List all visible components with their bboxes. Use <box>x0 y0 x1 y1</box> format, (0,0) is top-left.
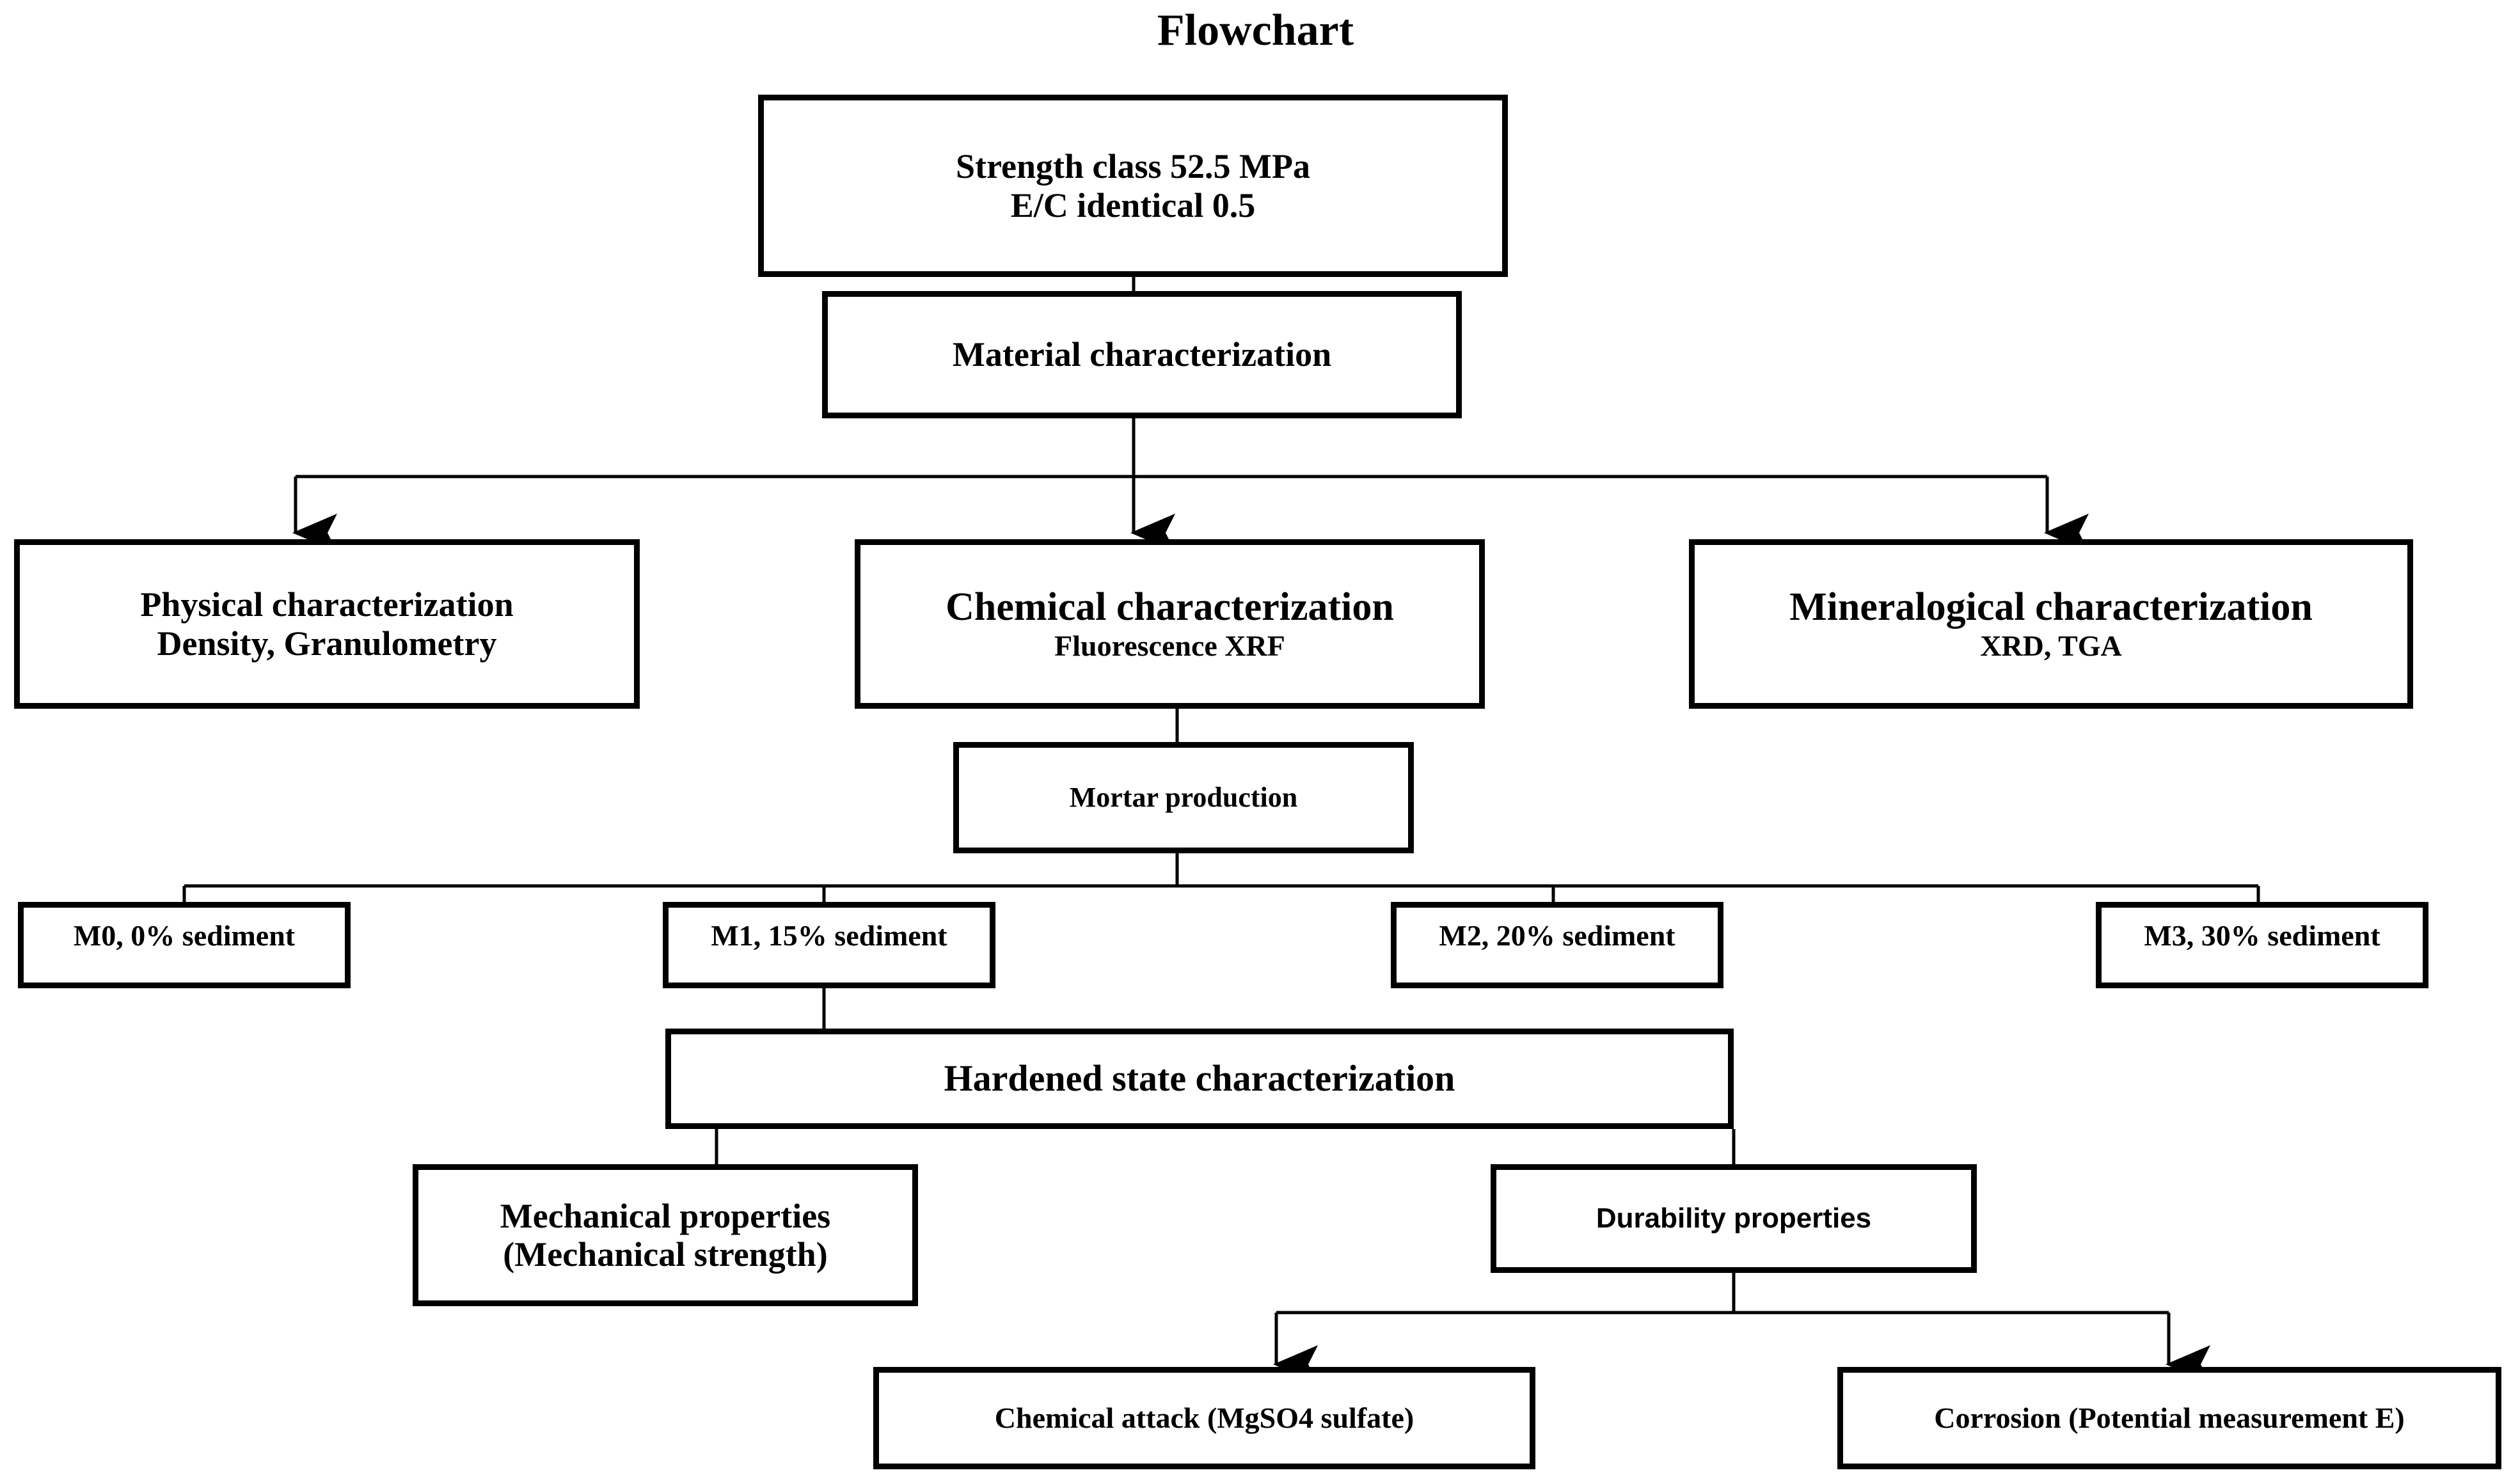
node-durability-properties[interactable]: Durability properties <box>1491 1164 1977 1273</box>
node-mix-m2-label: M2, 20% sediment <box>1439 919 1675 952</box>
node-strength-class[interactable]: Strength class 52.5 MPa E/C identical 0.… <box>758 95 1508 277</box>
node-chemical-characterization-line1: Chemical characterization <box>946 585 1394 629</box>
node-chemical-characterization[interactable]: Chemical characterization Fluorescence X… <box>855 539 1485 709</box>
node-chemical-characterization-line2: Fluorescence XRF <box>1054 629 1285 663</box>
node-hardened-state-characterization-label: Hardened state characterization <box>944 1057 1455 1100</box>
node-mix-m0[interactable]: M0, 0% sediment <box>18 902 351 988</box>
node-mechanical-properties-line1: Mechanical properties <box>500 1196 831 1235</box>
node-strength-class-line1: Strength class 52.5 MPa <box>956 147 1310 186</box>
node-material-characterization-label: Material characterization <box>952 335 1332 374</box>
node-mineralogical-characterization[interactable]: Mineralogical characterization XRD, TGA <box>1689 539 2413 709</box>
node-chemical-attack[interactable]: Chemical attack (MgSO4 sulfate) <box>873 1367 1535 1469</box>
page-title: Flowchart <box>1157 6 1354 55</box>
node-strength-class-line2: E/C identical 0.5 <box>1010 186 1256 225</box>
node-mortar-production-label: Mortar production <box>1069 782 1298 814</box>
node-durability-properties-label: Durability properties <box>1596 1203 1872 1235</box>
node-mix-m0-label: M0, 0% sediment <box>73 919 296 952</box>
node-mineralogical-characterization-line2: XRD, TGA <box>1980 629 2122 663</box>
node-physical-characterization-line2: Density, Granulometry <box>157 624 497 663</box>
node-material-characterization[interactable]: Material characterization <box>822 291 1462 418</box>
node-corrosion-label: Corrosion (Potential measurement E) <box>1934 1401 2405 1435</box>
node-mechanical-properties[interactable]: Mechanical properties (Mechanical streng… <box>413 1164 918 1306</box>
node-mix-m2[interactable]: M2, 20% sediment <box>1391 902 1723 988</box>
node-physical-characterization-line1: Physical characterization <box>140 585 514 624</box>
node-mortar-production[interactable]: Mortar production <box>953 742 1414 853</box>
node-corrosion[interactable]: Corrosion (Potential measurement E) <box>1837 1367 2501 1469</box>
node-mix-m1-label: M1, 15% sediment <box>711 919 947 952</box>
node-mix-m1[interactable]: M1, 15% sediment <box>663 902 995 988</box>
node-mix-m3-label: M3, 30% sediment <box>2144 919 2380 952</box>
node-mineralogical-characterization-line1: Mineralogical characterization <box>1789 585 2313 629</box>
node-mix-m3[interactable]: M3, 30% sediment <box>2096 902 2428 988</box>
node-hardened-state-characterization[interactable]: Hardened state characterization <box>665 1029 1734 1129</box>
node-mechanical-properties-line2: (Mechanical strength) <box>503 1235 828 1274</box>
node-physical-characterization[interactable]: Physical characterization Density, Granu… <box>14 539 640 709</box>
node-chemical-attack-label: Chemical attack (MgSO4 sulfate) <box>994 1401 1414 1435</box>
